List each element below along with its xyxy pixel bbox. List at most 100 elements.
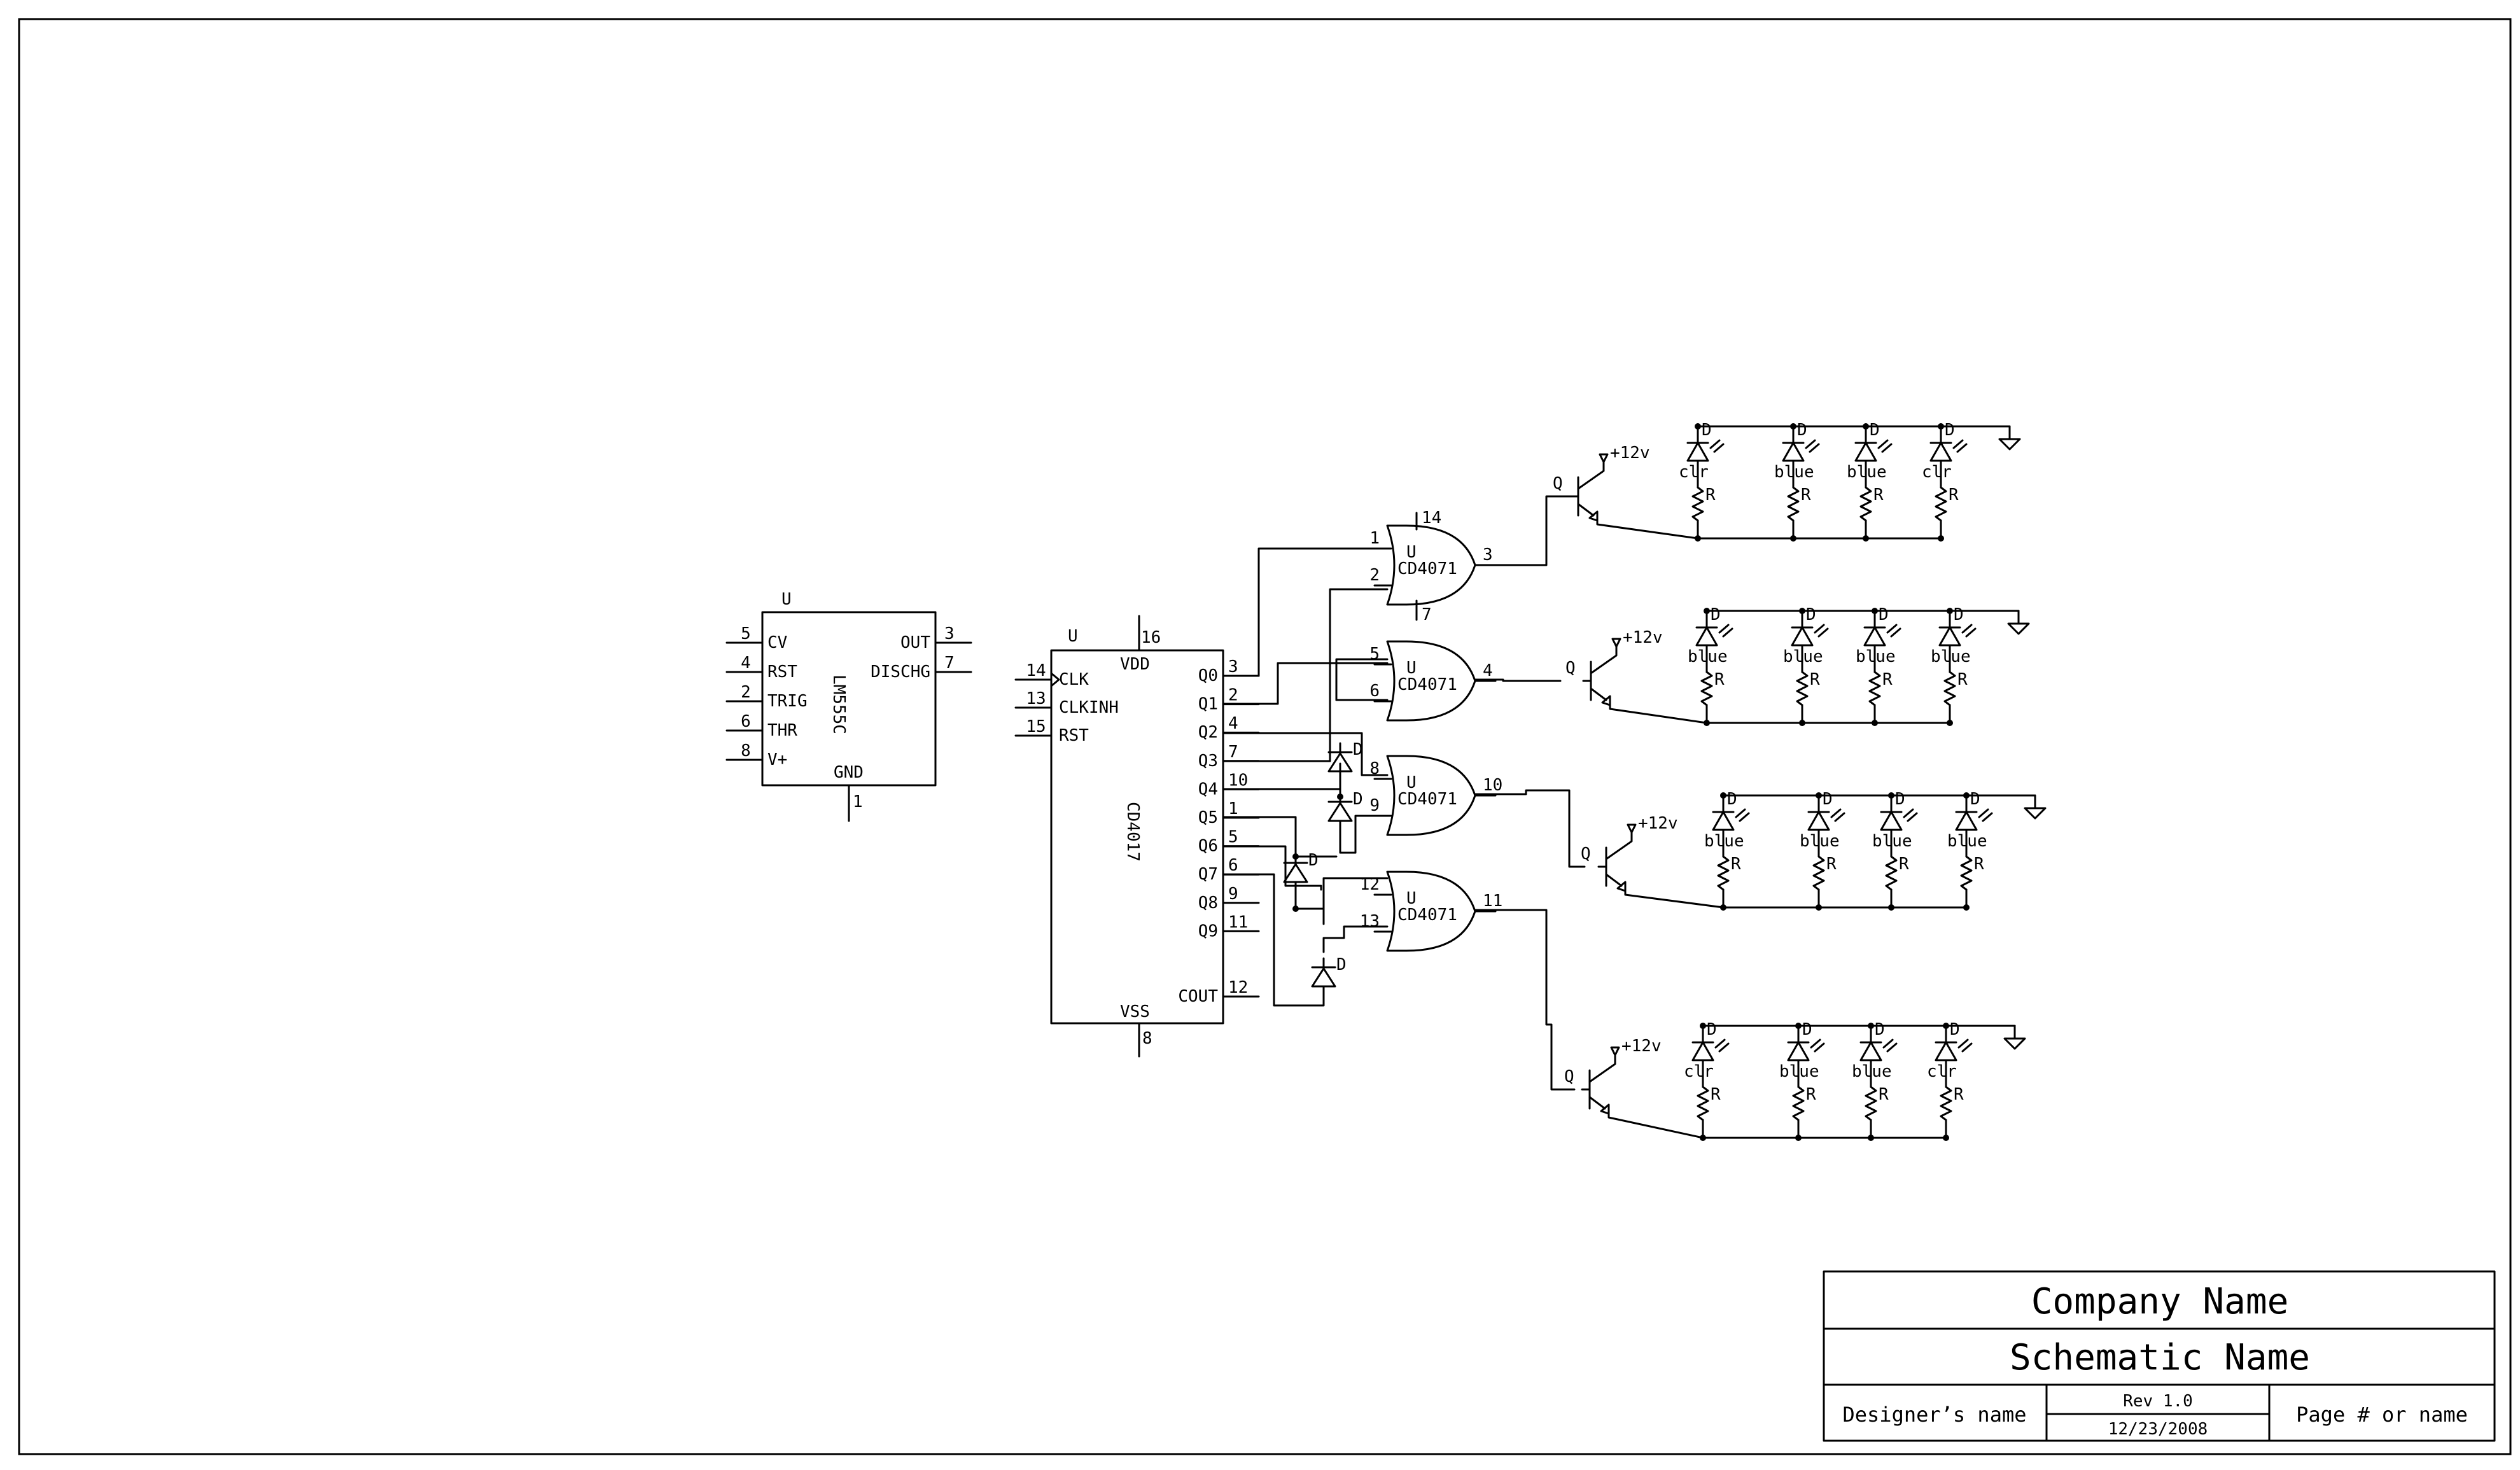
led-emission-arrow: [1903, 808, 1914, 818]
led-ref: D: [1870, 421, 1880, 440]
resistor-zigzag: [1700, 671, 1713, 706]
resistor-zigzag: [1691, 486, 1704, 522]
ground-icon: [1998, 438, 2021, 451]
junction-dot: [1872, 608, 1878, 614]
led-ref: D: [1707, 1020, 1717, 1039]
junction-dot: [1695, 423, 1701, 430]
lm555-pin-label: DISCHG: [871, 662, 930, 682]
transistor-emitter: [1590, 687, 1607, 701]
led-ref: D: [1875, 1020, 1885, 1039]
resistor-label: R: [1873, 486, 1884, 505]
cd4017-pin-label: COUT: [1178, 987, 1218, 1006]
led-body: [1691, 1041, 1714, 1061]
or-gate-out-num: 11: [1483, 892, 1502, 911]
or-gate-in1-num: 1: [1369, 529, 1380, 548]
resistor-zigzag: [1885, 855, 1898, 891]
or-gate-ref: U: [1406, 889, 1417, 908]
lm555-pin-label: V+: [767, 750, 787, 769]
led-ref: D: [1954, 605, 1964, 624]
junction-dot: [1700, 1135, 1706, 1141]
transistor-collector: [1590, 645, 1618, 675]
revision: Rev 1.0: [2123, 1392, 2193, 1411]
transistor-emitter: [1605, 873, 1623, 887]
led-emission-arrow: [1881, 443, 1893, 453]
cd4017-pin-num: 13: [1026, 689, 1046, 708]
led-ref: D: [1802, 1020, 1812, 1039]
junction-dot: [1943, 1023, 1949, 1029]
cd4017-pin-label: Q5: [1198, 808, 1218, 827]
supply-label: +12v: [1621, 1037, 1662, 1056]
junction-dot: [1943, 1135, 1949, 1141]
supply-arrow: [1610, 1046, 1620, 1056]
cd4017-pin-num: 2: [1228, 686, 1238, 705]
resistor-label: R: [1731, 855, 1741, 874]
resistor-label: R: [1705, 486, 1716, 505]
or-gate-in1-num: 8: [1369, 759, 1380, 778]
led-ref: D: [1945, 421, 1955, 440]
or-gate-body: [1386, 524, 1476, 606]
led-body: [1880, 811, 1903, 831]
schematic-name: Schematic Name: [2010, 1337, 2310, 1378]
junction-dot: [1795, 1135, 1802, 1141]
cd4017-body: [1050, 649, 1224, 1025]
or-gate-in1-num: 5: [1369, 645, 1380, 664]
supply-arrow: [1611, 638, 1621, 648]
resistor-label: R: [1826, 855, 1837, 874]
resistor-label: R: [1974, 855, 1984, 874]
or-gate-in2-num: 9: [1369, 796, 1380, 815]
junction-dot: [1704, 720, 1710, 726]
led-emission-arrow: [1739, 812, 1750, 822]
ground-icon: [2003, 1037, 2026, 1050]
lm555-pin-label: CV: [767, 633, 787, 652]
transistor-collector: [1605, 831, 1633, 860]
resistor-zigzag: [1868, 671, 1881, 706]
supply-12v: +12v: [1611, 628, 1663, 648]
resistor-label: R: [1714, 670, 1725, 689]
led-body: [1712, 811, 1735, 831]
or-gate-part: CD4071: [1397, 675, 1457, 694]
led-bottom-rail: [1607, 1109, 1947, 1139]
led-emission-arrow: [1805, 439, 1816, 449]
junction-dot: [1816, 792, 1822, 799]
or-gate-body: [1386, 871, 1476, 952]
or-gate-body: [1386, 755, 1476, 836]
led-body: [1938, 626, 1961, 647]
cd4017-pin-num: 1: [1228, 799, 1238, 818]
led-body: [1935, 1041, 1957, 1061]
cd4017-vss-num: 8: [1142, 1029, 1152, 1048]
lm555-pin-label: OUT: [900, 633, 930, 652]
supply-12v: +12v: [1610, 1037, 1662, 1056]
resistor-label: R: [1954, 1085, 1964, 1104]
led-body: [1929, 442, 1952, 462]
led-emission-arrow: [1978, 808, 1989, 818]
resistor-zigzag: [1865, 1086, 1877, 1121]
led-emission-arrow: [1718, 1042, 1730, 1053]
lm555-pin-num: 2: [741, 683, 751, 702]
steering-diode-1: D: [1327, 790, 1363, 832]
company-name: Company Name: [2031, 1281, 2289, 1322]
ground-icon: [2007, 622, 2030, 635]
resistor-zigzag: [1787, 486, 1800, 522]
led-ref: D: [1711, 605, 1721, 624]
led-bottom-rail: [1596, 515, 1942, 540]
led-emission-arrow: [1814, 1042, 1825, 1053]
junction-dot: [1720, 904, 1726, 911]
resistor-label: R: [1882, 670, 1893, 689]
junction-dot: [1700, 1023, 1706, 1029]
cd4017-pin-num: 14: [1026, 661, 1046, 680]
resistor-label: R: [1899, 855, 1909, 874]
transistor-emitter: [1588, 1096, 1606, 1110]
npn-transistor: Q: [1565, 645, 1618, 706]
led-body: [1686, 442, 1709, 462]
led-emission-arrow: [1882, 1039, 1894, 1049]
